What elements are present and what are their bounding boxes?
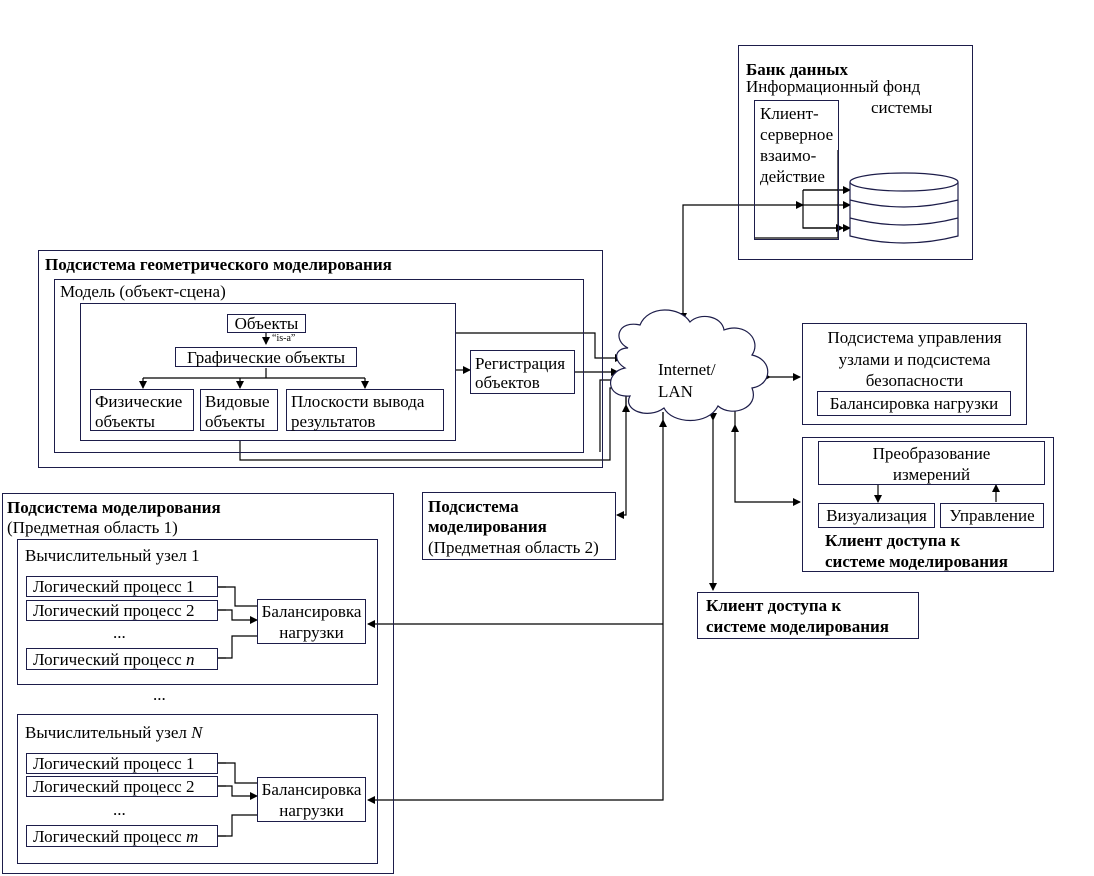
output-planes-line-2: результатов <box>291 412 376 431</box>
nodeN-balancing-line-2: нагрузки <box>279 801 344 820</box>
objects-label: Объекты <box>234 314 299 333</box>
access-client-center-panel: Клиент доступа к системе моделирования <box>697 592 919 639</box>
compute-node-n-title: Вычислительный узел N <box>25 723 202 742</box>
nodeN-process-m-label: Логический процесс m <box>33 827 198 846</box>
control-label: Управление <box>949 506 1035 525</box>
node1-process-2-label: Логический процесс 2 <box>33 601 195 620</box>
output-planes-box: Плоскости вывода результатов <box>286 389 444 431</box>
nodeN-process-m: Логический процесс m <box>26 825 218 847</box>
view-objects-line-1: Видовые <box>205 392 270 411</box>
compute-node-n-title-var: N <box>191 723 203 742</box>
node1-balancing-box: Балансировка нагрузки <box>257 599 366 644</box>
client-server-line-4: действие <box>760 167 825 186</box>
access-client-right-title-1: Клиент доступа к <box>825 531 961 550</box>
compute-node-n-title-prefix: Вычислительный узел <box>25 723 192 742</box>
access-client-center-title-2: системе моделирования <box>706 617 889 636</box>
node1-process-n-label: Логический процесс n <box>33 650 194 669</box>
model-panel: Модель (объект-сцена) <box>54 279 584 453</box>
network-label-1: Internet/ <box>658 360 716 379</box>
subsystem-1-panel: Подсистема моделирования (Предметная обл… <box>2 493 394 874</box>
node1-balancing-line-2: нагрузки <box>279 623 344 642</box>
data-bank-panel: Банк данных Информационный фонд системы <box>738 45 973 260</box>
node1-process-n-var: n <box>185 650 195 669</box>
nodeN-process-m-var: m <box>185 827 199 846</box>
geo-subsystem-panel: Подсистема геометрического моделирования <box>38 250 603 468</box>
registration-line-1: Регистрация <box>475 354 566 373</box>
visualization-box: Визуализация <box>818 503 935 528</box>
object-tree-panel <box>80 303 456 441</box>
physical-objects-line-1: Физические <box>95 392 183 411</box>
transform-line-1: Преобразование <box>872 444 991 463</box>
node1-process-1: Логический процесс 1 <box>26 576 218 597</box>
physical-objects-line-2: объекты <box>95 412 155 431</box>
compute-node-n-dots: ... <box>113 800 126 819</box>
client-server-line-2: серверное <box>760 125 834 144</box>
client-server-line-1: Клиент- <box>760 104 819 123</box>
graphic-objects-label: Графические объекты <box>186 348 346 367</box>
client-server-box: Клиент- серверное взаимо- действие <box>754 100 839 240</box>
subsystem-2-title-2: моделирования <box>428 517 547 536</box>
nodeN-balancing-line-1: Балансировка <box>261 780 362 799</box>
graphic-objects-box: Графические объекты <box>175 347 357 367</box>
registration-box: Регистрация объектов <box>470 350 575 394</box>
client-server-line-3: взаимо- <box>760 146 817 165</box>
node1-process-n-prefix: Логический процесс <box>33 650 186 669</box>
nodeN-process-1-label: Логический процесс 1 <box>33 754 195 773</box>
subsystem-2-panel: Подсистема моделирования (Предметная обл… <box>422 492 616 560</box>
node1-process-1-label: Логический процесс 1 <box>33 577 195 596</box>
subsystem-1-title: Подсистема моделирования <box>7 498 221 517</box>
compute-node-1-title: Вычислительный узел 1 <box>25 546 200 565</box>
control-box: Управление <box>940 503 1044 528</box>
between-nodes-dots: ... <box>153 685 166 704</box>
node-mgmt-balancing-label: Балансировка нагрузки <box>829 394 999 413</box>
view-objects-box: Видовые объекты <box>200 389 278 431</box>
node1-process-n: Логический процесс n <box>26 648 218 670</box>
nodeN-process-1: Логический процесс 1 <box>26 753 218 774</box>
model-label: Модель (объект-сцена) <box>60 282 226 301</box>
registration-line-2: объектов <box>475 373 540 392</box>
data-bank-subtitle-1: Информационный фонд <box>746 77 921 96</box>
nodeN-process-2: Логический процесс 2 <box>26 776 218 797</box>
geo-subsystem-title: Подсистема геометрического моделирования <box>45 255 392 274</box>
subsystem-2-title-1: Подсистема <box>428 497 519 516</box>
transform-box: Преобразование измерений <box>818 441 1045 485</box>
compute-node-1-panel: Вычислительный узел 1 ... <box>17 539 378 685</box>
node-mgmt-balancing-box: Балансировка нагрузки <box>817 391 1011 416</box>
node-mgmt-line-1: Подсистема управления <box>827 328 1002 347</box>
compute-node-n-panel: Вычислительный узел N ... <box>17 714 378 864</box>
network-label-2: LAN <box>658 382 693 401</box>
data-bank-title: Банк данных <box>746 60 849 79</box>
output-planes-line-1: Плоскости вывода <box>291 392 425 411</box>
visualization-label: Визуализация <box>826 506 927 525</box>
subsystem-1-subtitle: (Предметная область 1) <box>7 518 178 537</box>
nodeN-process-m-prefix: Логический процесс <box>33 827 186 846</box>
compute-node-1-dots: ... <box>113 623 126 642</box>
transform-line-2: измерений <box>892 465 971 484</box>
node1-balancing-line-1: Балансировка <box>261 602 362 621</box>
access-client-right-panel: Клиент доступа к системе моделирования <box>802 437 1054 572</box>
objects-box: Объекты <box>227 314 306 333</box>
access-client-right-title-2: системе моделирования <box>825 552 1008 571</box>
node-mgmt-line-2: узлами и подсистема <box>838 350 991 369</box>
nodeN-process-2-label: Логический процесс 2 <box>33 777 195 796</box>
subsystem-2-subtitle: (Предметная область 2) <box>428 538 599 557</box>
data-bank-subtitle-2: системы <box>871 98 933 117</box>
is-a-label: “is-a” <box>272 333 296 344</box>
nodeN-balancing-box: Балансировка нагрузки <box>257 777 366 822</box>
access-client-center-title-1: Клиент доступа к <box>706 596 842 615</box>
node1-process-2: Логический процесс 2 <box>26 600 218 621</box>
view-objects-line-2: объекты <box>205 412 265 431</box>
node-mgmt-line-3: безопасности <box>865 371 964 390</box>
physical-objects-box: Физические объекты <box>90 389 194 431</box>
